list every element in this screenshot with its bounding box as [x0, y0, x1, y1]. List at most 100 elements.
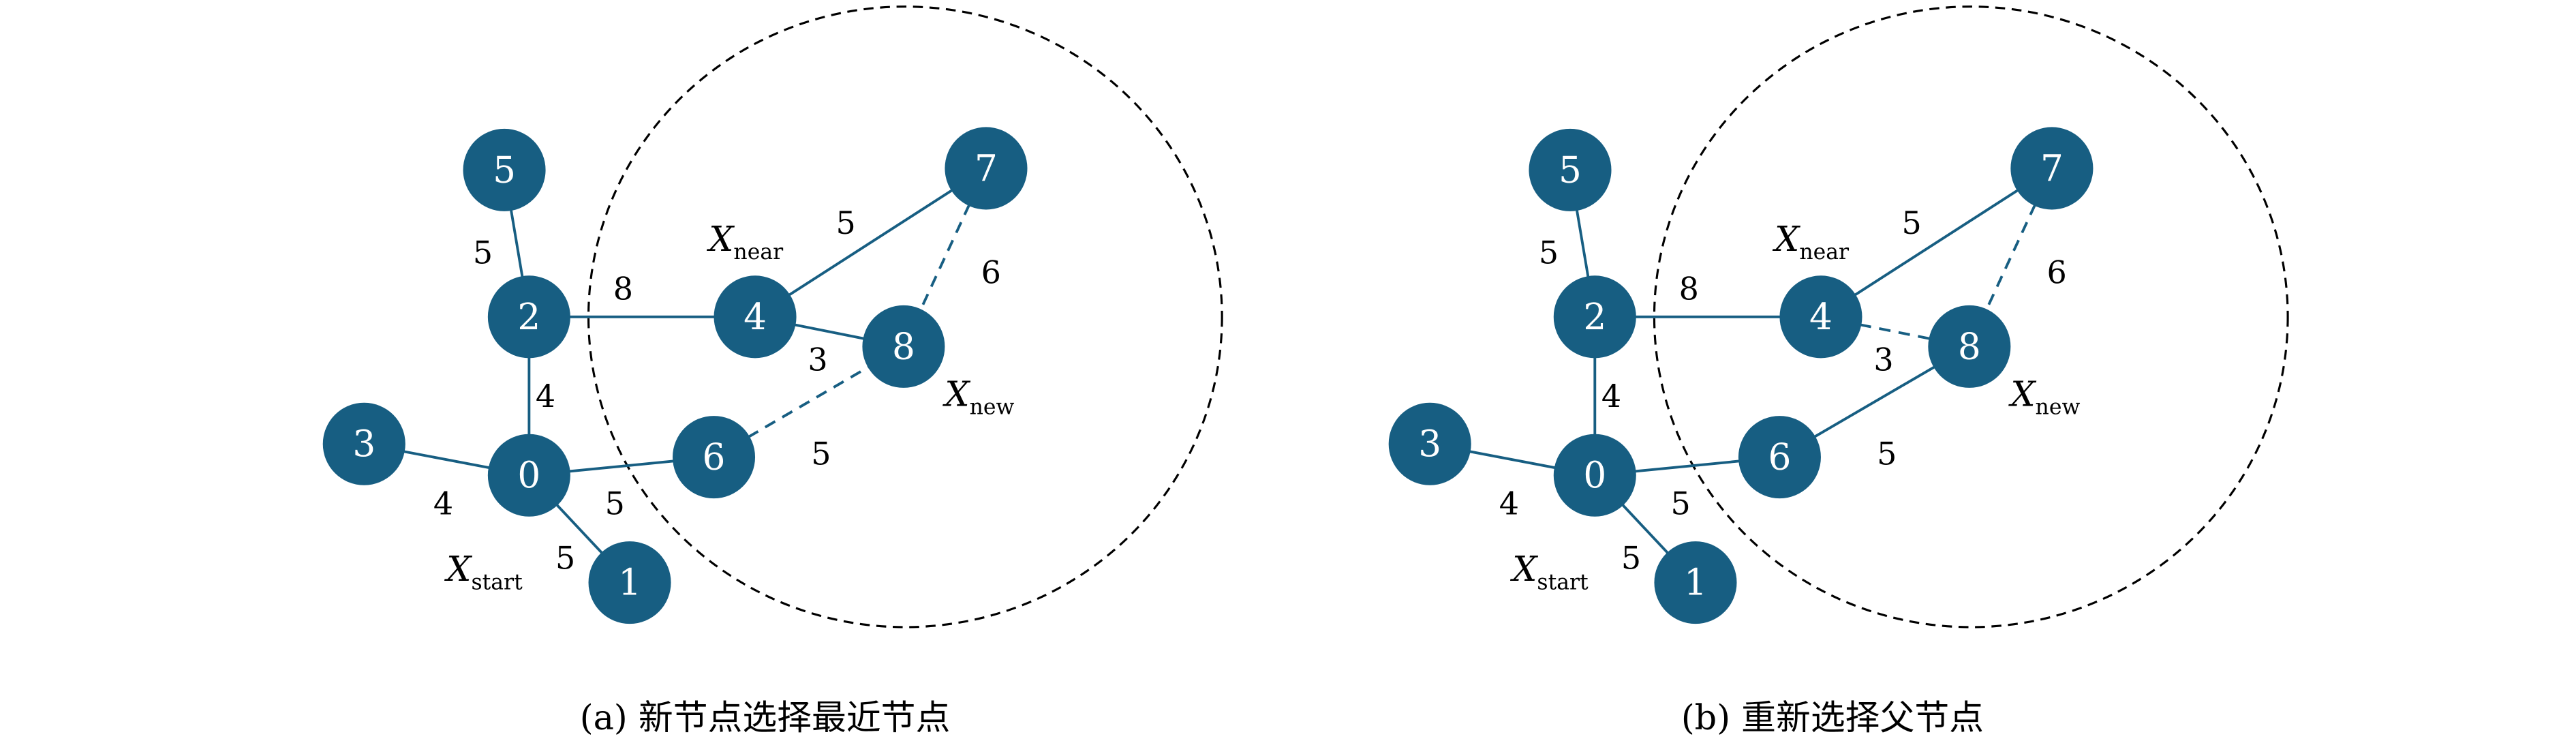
node-4: 4 [1779, 275, 1862, 359]
edge-weight-0-6: 5 [1671, 485, 1691, 521]
node-circle [862, 305, 945, 388]
node-3: 3 [1388, 402, 1471, 485]
node-7: 7 [945, 127, 1028, 210]
edge-weight-4-7: 5 [836, 205, 856, 241]
label-sub: near [1799, 240, 1850, 264]
edge-weight-6-8: 5 [1877, 436, 1897, 472]
node-label: 3 [352, 423, 375, 465]
node-label: 6 [703, 436, 726, 479]
node-circle [2010, 127, 2094, 210]
label-x-new: Xnew [2008, 374, 2080, 420]
node-5: 5 [463, 128, 546, 211]
node-label: 5 [1559, 149, 1582, 191]
label-x-start: Xstart [1509, 549, 1589, 594]
edge-weight-0-6: 5 [605, 485, 625, 521]
label-main: X [942, 374, 970, 414]
node-circle [714, 275, 797, 359]
node-circle [1388, 402, 1471, 485]
label-sub: start [472, 570, 523, 594]
node-7: 7 [2010, 127, 2094, 210]
edge-weight-2-4: 8 [613, 271, 633, 307]
node-4: 4 [714, 275, 797, 359]
label-sub: new [970, 395, 1015, 420]
node-label: 0 [1583, 454, 1606, 496]
edge-4-7 [754, 167, 987, 318]
node-circle [1738, 416, 1821, 499]
node-2: 2 [487, 275, 570, 359]
node-5: 5 [1529, 128, 1612, 211]
node-label: 7 [2040, 147, 2064, 190]
node-label: 2 [517, 296, 540, 338]
node-label: 1 [1684, 562, 1707, 604]
node-1: 1 [588, 541, 671, 624]
label-sub: start [1537, 570, 1589, 594]
edge-weight-0-1: 5 [555, 539, 575, 576]
node-circle [1529, 128, 1612, 211]
node-label: 5 [493, 149, 516, 191]
edge-weight-4-8: 3 [1873, 342, 1893, 378]
node-label: 4 [743, 296, 767, 338]
node-2: 2 [1553, 275, 1636, 359]
node-label: 0 [517, 454, 540, 496]
node-circle [1779, 275, 1862, 359]
label-main: X [444, 549, 472, 589]
label-main: X [1509, 549, 1538, 589]
label-x-new: Xnew [942, 374, 1014, 420]
node-label: 6 [1768, 436, 1791, 479]
node-label: 2 [1583, 296, 1606, 338]
node-circle [322, 402, 405, 485]
label-main: X [1772, 219, 1800, 259]
edge-weight-5-2: 5 [473, 234, 493, 271]
node-circle [672, 416, 756, 499]
label-sub: near [733, 240, 784, 264]
label-x-near: Xnear [706, 219, 784, 264]
node-circle [1553, 275, 1636, 359]
node-label: 4 [1809, 296, 1833, 338]
edge-weight-4-7: 5 [1901, 205, 1921, 241]
label-main: X [2008, 374, 2036, 414]
edge-weight-0-1: 5 [1621, 539, 1641, 576]
node-circle [1654, 541, 1737, 624]
node-circle [945, 127, 1028, 210]
node-label: 7 [975, 147, 998, 190]
node-circle [487, 275, 570, 359]
node-label: 8 [892, 325, 915, 367]
node-1: 1 [1654, 541, 1737, 624]
edge-weight-2-4: 8 [1679, 271, 1699, 307]
node-label: 3 [1418, 423, 1441, 465]
label-main: X [706, 219, 735, 259]
node-circle [1928, 305, 2011, 388]
label-x-near: Xnear [1772, 219, 1850, 264]
node-8: 8 [1928, 305, 2011, 388]
label-sub: new [2036, 395, 2081, 420]
node-8: 8 [862, 305, 945, 388]
caption-a: (a) 新节点选择最近节点 [580, 697, 951, 738]
search-radius-circle [1653, 5, 2289, 629]
edge-weight-6-8: 5 [811, 436, 831, 472]
edge-weight-3-0: 4 [1499, 485, 1519, 521]
node-circle [463, 128, 546, 211]
node-0: 0 [1553, 434, 1636, 517]
node-6: 6 [1738, 416, 1821, 499]
caption-b: (b) 重新选择父节点 [1681, 697, 1984, 738]
node-0: 0 [487, 434, 570, 517]
edge-weight-7-8: 6 [2047, 254, 2067, 290]
search-radius-circle [587, 5, 1223, 629]
label-x-start: Xstart [444, 549, 523, 594]
node-circle [1553, 434, 1636, 517]
edge-weight-2-0: 4 [536, 378, 555, 414]
node-label: 1 [618, 562, 641, 604]
node-6: 6 [672, 416, 756, 499]
edge-weight-3-0: 4 [433, 485, 453, 521]
edge-weight-2-0: 4 [1601, 378, 1621, 414]
node-circle [588, 541, 671, 624]
edge-weight-7-8: 6 [981, 254, 1001, 290]
edge-weight-5-2: 5 [1539, 234, 1559, 271]
edge-weight-4-8: 3 [808, 342, 827, 378]
edge-4-7 [1820, 167, 2053, 318]
node-3: 3 [322, 402, 405, 485]
node-label: 8 [1958, 325, 1981, 367]
